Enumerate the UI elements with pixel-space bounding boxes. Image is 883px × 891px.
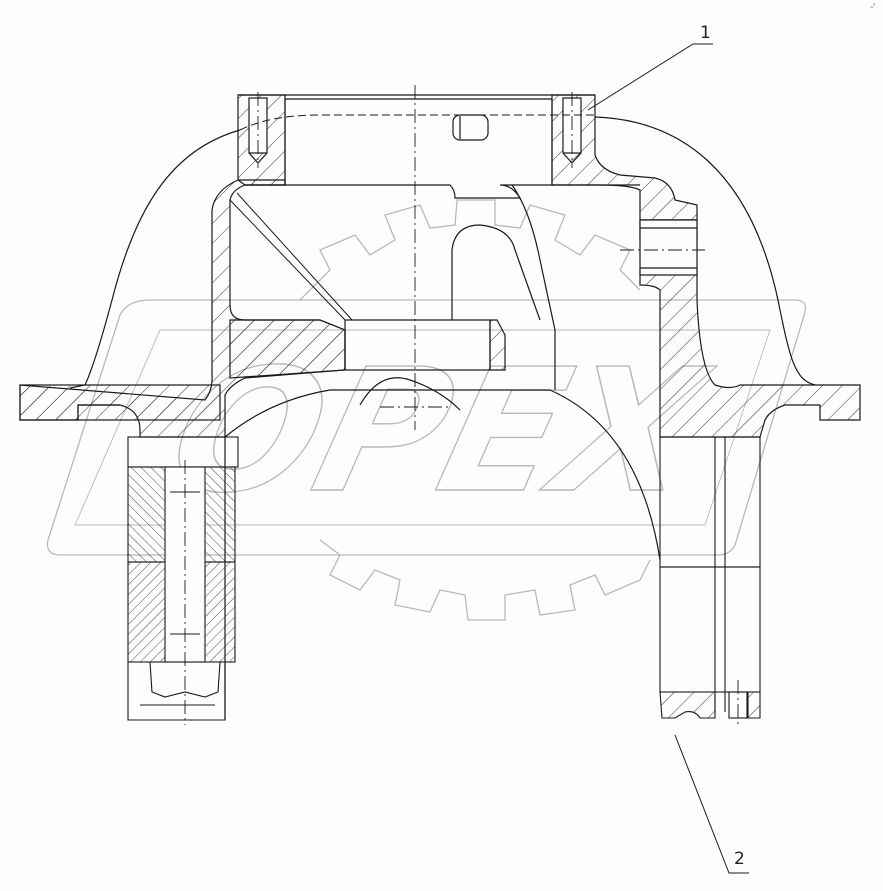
center-lines xyxy=(184,85,739,725)
hidden-line xyxy=(239,114,598,131)
callout-2-label: 2 xyxy=(734,849,745,869)
callout-1-label: 1 xyxy=(700,23,711,43)
housing-section xyxy=(19,94,861,720)
left-bolt-block xyxy=(127,436,239,721)
watermark-gear-icon xyxy=(299,199,651,621)
leader-2 xyxy=(674,734,749,874)
right-ring xyxy=(659,436,761,719)
leader-lines xyxy=(587,43,749,874)
corner-mark: -' xyxy=(870,2,875,13)
leader-1 xyxy=(587,43,713,111)
